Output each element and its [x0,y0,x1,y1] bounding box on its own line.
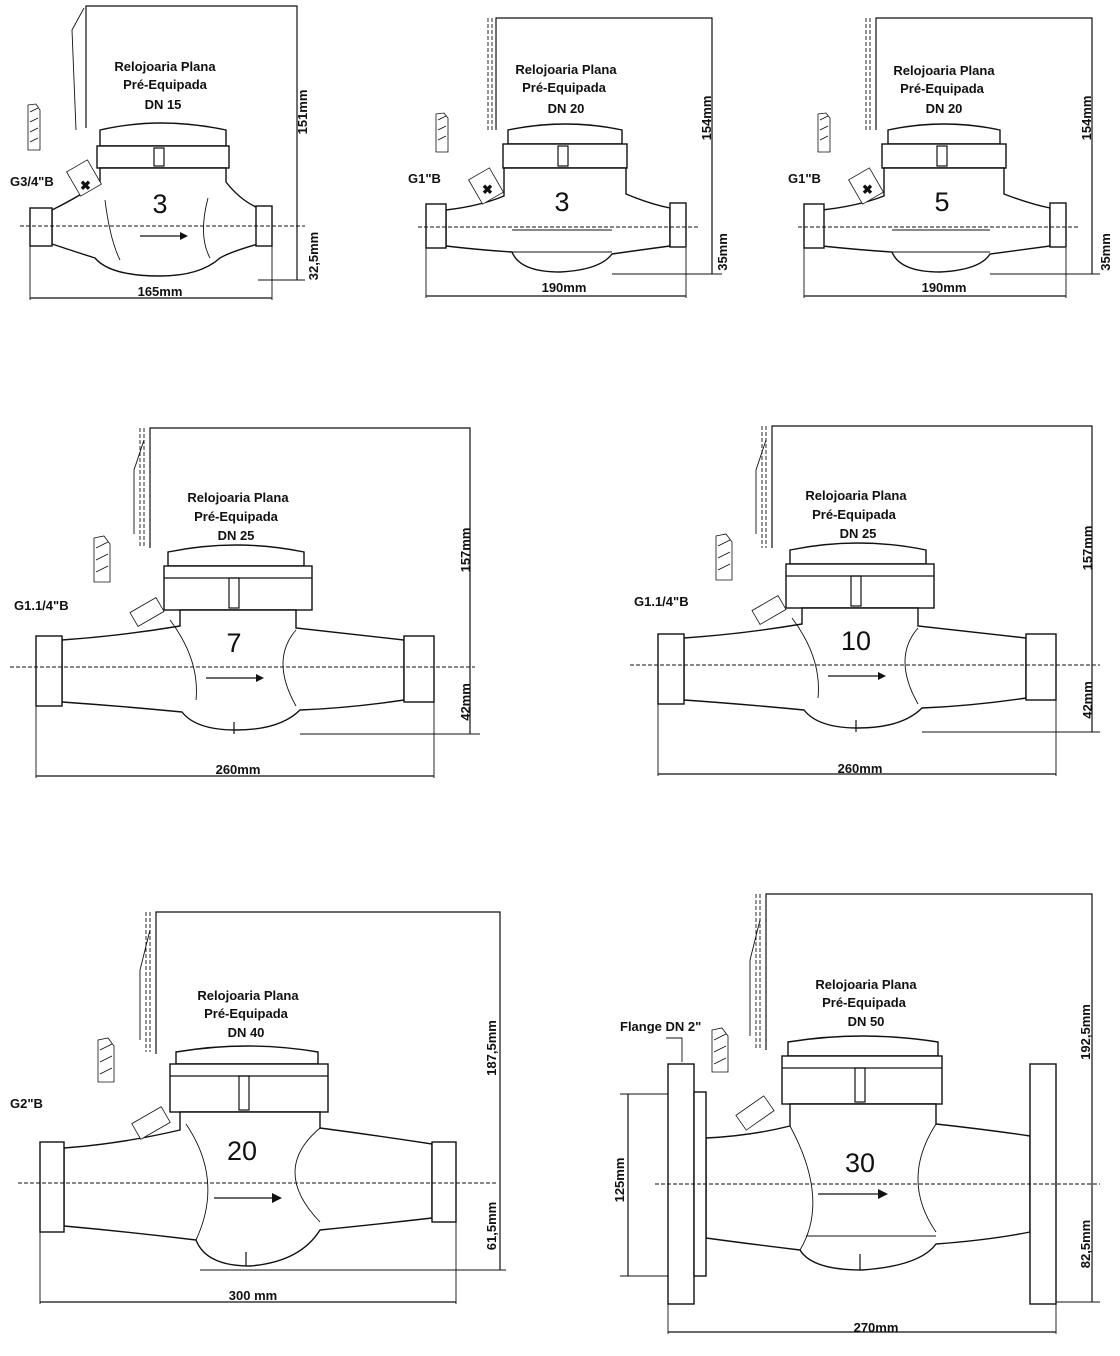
meter-dn15-axis-height-dimension: 32,5mm [306,232,321,280]
meter-dn20-q5-length-dimension: 190mm [922,280,967,295]
meter-dn20-q5-title-line2: Pré-Equipada [900,81,985,96]
meter-dn40-flow-rate: 20 [227,1136,257,1166]
meter-dn20-q3-title-line1: Relojoaria Plana [515,62,617,77]
meter-dn50-height-dimension: 192,5mm [1078,1004,1093,1060]
meter-dn20-q3-title-line2: Pré-Equipada [522,80,607,95]
meter-dn20-q3: ✖ Relojoaria Plana Pré-Equipada DN 20 3 … [408,17,730,298]
meter-dn50-title-line1: Relojoaria Plana [815,977,917,992]
meter-dn25-q10: Relojoaria Plana Pré-Equipada DN 25 10 G… [630,425,1100,776]
meter-dn25-q10-flow-rate: 10 [841,626,871,656]
meter-dn20-q5-flow-rate: 5 [934,187,949,217]
meter-dn40-title-line2: Pré-Equipada [204,1006,289,1021]
meter-dn25-q7-axis-height-dimension: 42mm [458,683,473,721]
meter-dn20-q3-axis-height-dimension: 35mm [715,233,730,271]
meter-dn25-q10-dn-label: DN 25 [840,526,877,541]
meter-dn25-q7: Relojoaria Plana Pré-Equipada DN 25 7 G1… [10,427,480,778]
meter-dn25-q10-height-dimension: 157mm [1080,526,1095,571]
meter-dn40-height-dimension: 187,5mm [484,1020,499,1076]
meter-dn50-length-dimension: 270mm [854,1320,899,1335]
meter-dn40-connection-thread: G2"B [10,1096,43,1111]
meter-dn40-dn-label: DN 40 [228,1025,265,1040]
meter-dn40: Relojoaria Plana Pré-Equipada DN 40 20 G… [10,911,506,1304]
meter-dn20-q3-connection-thread: G1"B [408,171,441,186]
meter-dn25-q10-connection-thread: G1.1/4"B [634,594,689,609]
meter-dn25-q7-height-dimension: 157mm [458,528,473,573]
meter-dn15-length-dimension: 165mm [138,284,183,299]
meter-dn25-q7-connection-thread: G1.1/4"B [14,598,69,613]
meter-dn15-title-line1: Relojoaria Plana [114,59,216,74]
meter-dn25-q10-length-dimension: 260mm [838,761,883,776]
meter-dn25-q10-title-line2: Pré-Equipada [812,507,897,522]
meter-dn15: ✖ Relojoaria Plana Pré-Equipada DN 15 3 … [10,5,321,300]
meter-dn20-q5-axis-height-dimension: 35mm [1098,233,1113,271]
meter-dn25-q10-title-line1: Relojoaria Plana [805,488,907,503]
meter-dn25-q7-flow-rate: 7 [226,628,241,658]
meter-dn50-dn-label: DN 50 [848,1014,885,1029]
svg-text:✖: ✖ [862,182,873,197]
meter-dn50-axis-height-dimension: 82,5mm [1078,1220,1093,1268]
meter-dn40-length-dimension: 300 mm [229,1288,277,1303]
meter-dn15-flow-rate: 3 [152,189,167,219]
meter-dn40-axis-height-dimension: 61,5mm [484,1202,499,1250]
meter-dn20-q3-length-dimension: 190mm [542,280,587,295]
meter-dn25-q7-length-dimension: 260mm [216,762,261,777]
meter-dn20-q3-dn-label: DN 20 [548,101,585,116]
meter-dn20-q5-height-dimension: 154mm [1079,96,1094,141]
meter-dn15-height-dimension: 151mm [295,90,310,135]
meter-dn50-flow-rate: 30 [845,1148,875,1178]
meter-dn15-dn-label: DN 15 [145,97,182,112]
meter-dn15-title-line2: Pré-Equipada [123,77,208,92]
meter-dn20-q3-flow-rate: 3 [554,187,569,217]
meter-dn25-q7-dn-label: DN 25 [218,528,255,543]
meter-dn25-q10-axis-height-dimension: 42mm [1080,681,1095,719]
meter-dn20-q5-title-line1: Relojoaria Plana [893,63,995,78]
meter-dn50-flange-height-dimension: 125mm [612,1158,627,1203]
meter-dn20-q5: ✖ Relojoaria Plana Pré-Equipada DN 20 5 … [788,17,1113,298]
meter-dn15-connection-thread: G3/4"B [10,174,54,189]
svg-text:✖: ✖ [482,182,493,197]
meter-dn50-title-line2: Pré-Equipada [822,995,907,1010]
meter-dn20-q3-height-dimension: 154mm [699,96,714,141]
meter-dn20-q5-connection-thread: G1"B [788,171,821,186]
svg-text:✖: ✖ [80,178,91,193]
meter-dn50: Relojoaria Plana Pré-Equipada DN 50 30 F… [612,893,1100,1335]
meter-dn25-q7-title-line1: Relojoaria Plana [187,490,289,505]
meter-dn40-title-line1: Relojoaria Plana [197,988,299,1003]
meter-dn50-flange-label: Flange DN 2" [620,1019,701,1034]
meter-dn25-q7-title-line2: Pré-Equipada [194,509,279,524]
meter-dn20-q5-dn-label: DN 20 [926,101,963,116]
